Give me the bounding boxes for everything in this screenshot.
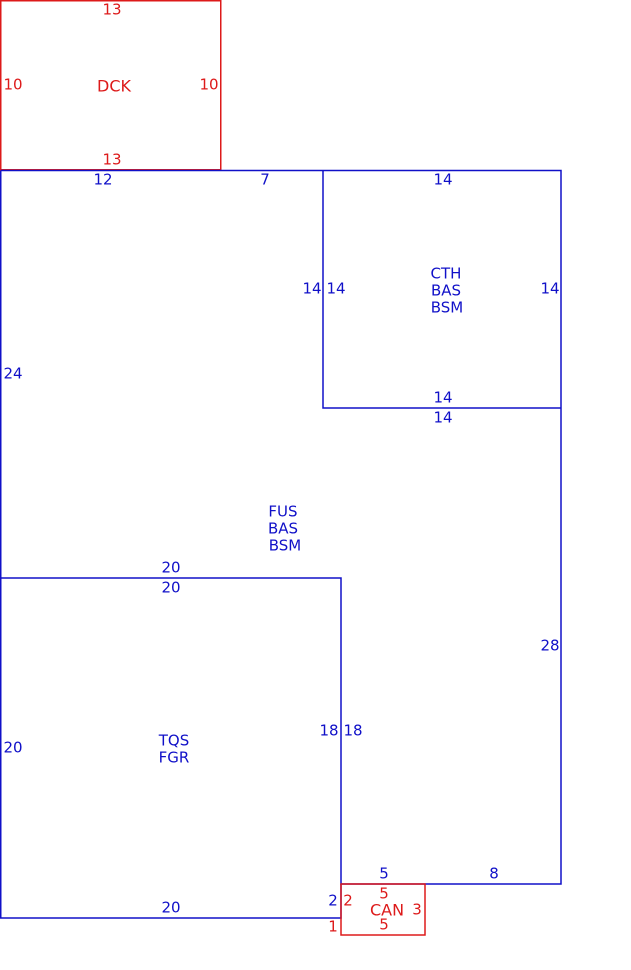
cth-label-2: BAS <box>431 282 461 300</box>
tqs-dim-right-outer: 18 <box>319 722 338 740</box>
area-cth: CTH BAS BSM 14 14 14 14 14 14 <box>302 170 561 427</box>
fus-dim-top-right: 7 <box>260 171 270 189</box>
can-dim-left: 2 <box>343 892 353 910</box>
cth-outline <box>322 170 561 409</box>
tqs-dim-top: 20 <box>161 579 180 597</box>
area-dck: DCK 13 10 10 13 <box>0 0 222 171</box>
fus-dim-right: 28 <box>540 637 559 655</box>
tqs-dim-bottom: 20 <box>161 899 180 917</box>
tqs-dim-left: 20 <box>3 739 22 757</box>
cth-dim-right: 14 <box>540 280 559 298</box>
cth-dim-left-inner: 14 <box>326 280 345 298</box>
cth-dim-left-outer: 14 <box>302 280 321 298</box>
can-label: CAN <box>370 901 404 920</box>
fus-dim-top-left: 12 <box>93 171 112 189</box>
dck-label: DCK <box>97 77 131 96</box>
area-fus: FUS BAS BSM 12 7 24 28 20 5 8 <box>0 169 562 885</box>
cth-label-1: CTH <box>431 265 462 283</box>
dck-dim-top: 13 <box>102 1 121 19</box>
fus-dim-bottom-right-a: 5 <box>379 865 389 883</box>
cth-label-3: BSM <box>431 299 464 317</box>
fus-dim-bottom-inner: 20 <box>161 559 180 577</box>
area-tqs: TQS FGR 20 20 18 18 20 2 1 <box>0 578 363 936</box>
can-dim-top: 5 <box>379 885 389 903</box>
can-outline <box>340 883 426 936</box>
fus-label-2: BAS <box>268 520 298 538</box>
cth-dim-bottom-inner: 14 <box>433 389 452 407</box>
tqs-dim-right-inner: 18 <box>343 722 362 740</box>
fus-dim-bottom-right-b: 8 <box>489 865 499 883</box>
fus-label-1: FUS <box>268 503 297 521</box>
dck-dim-left: 10 <box>3 76 22 94</box>
tqs-label-1: TQS <box>158 732 190 750</box>
tqs-dim-small-b: 1 <box>328 918 338 936</box>
fus-dim-left: 24 <box>3 365 22 383</box>
fus-label-3: BSM <box>269 537 302 555</box>
can-dim-bottom: 5 <box>379 916 389 934</box>
cth-dim-top: 14 <box>433 171 452 189</box>
cth-dim-bottom-outer: 14 <box>433 409 452 427</box>
can-dim-right: 3 <box>412 901 422 919</box>
dck-dim-right: 10 <box>199 76 218 94</box>
tqs-dim-small-a: 2 <box>328 892 338 910</box>
dck-dim-bottom: 13 <box>102 151 121 169</box>
area-can: CAN 5 2 3 5 <box>340 883 426 936</box>
tqs-label-2: FGR <box>159 749 190 767</box>
